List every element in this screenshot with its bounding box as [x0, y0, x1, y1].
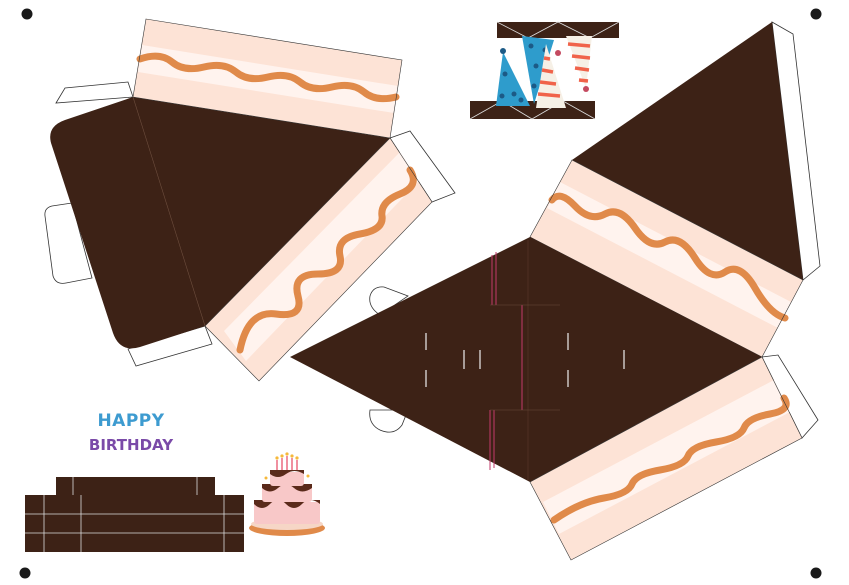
- registration-mark-icon: [21, 8, 33, 20]
- party-hats-icon: [469, 21, 620, 120]
- glue-tab: [44, 202, 93, 284]
- registration-mark-icon: [19, 567, 31, 579]
- cake-stand-base: [25, 477, 244, 552]
- happy-text: HAPPY: [97, 411, 165, 431]
- registration-mark-icon: [810, 8, 822, 20]
- glue-tab: [369, 286, 409, 316]
- left-cake-slice-net: [44, 18, 456, 382]
- birthday-text: BIRTHDAY: [88, 436, 174, 454]
- glue-tab: [369, 409, 409, 433]
- glue-tab: [771, 21, 821, 281]
- chocolate-panel: [133, 97, 390, 326]
- chocolate-panel: [290, 237, 762, 482]
- chocolate-panel: [50, 97, 206, 349]
- right-cake-slice-net: [290, 21, 821, 561]
- birthday-cake-icon: [249, 452, 325, 536]
- cream-side-panel: [529, 159, 804, 358]
- cream-side-panel: [132, 18, 403, 139]
- cream-side-panel: [529, 356, 803, 561]
- registration-mark-icon: [810, 567, 822, 579]
- chocolate-panel: [572, 22, 803, 280]
- glue-tab: [55, 81, 134, 104]
- cream-side-panel: [204, 137, 433, 382]
